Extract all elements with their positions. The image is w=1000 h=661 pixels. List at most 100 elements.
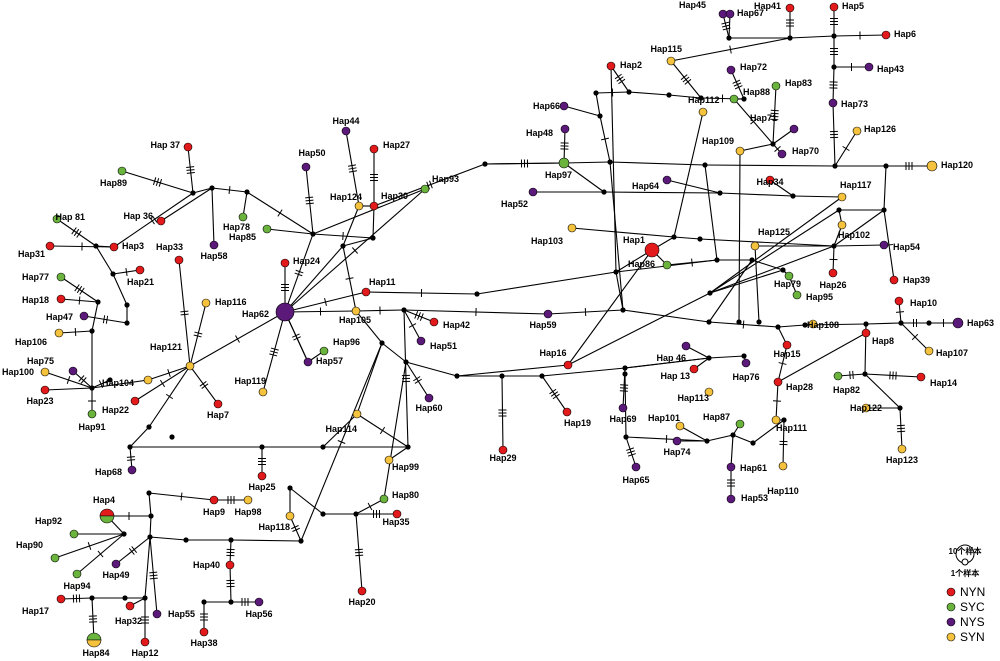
mutation-tick bbox=[180, 313, 189, 316]
mutation-tick bbox=[729, 45, 732, 54]
hap-27-circle bbox=[369, 144, 379, 154]
network-edge bbox=[189, 365, 219, 405]
hap-23-label: Hap23 bbox=[26, 396, 53, 406]
hap-88-node: Hap88 bbox=[729, 87, 770, 104]
median-vector-node bbox=[298, 538, 304, 544]
hap-95-circle bbox=[792, 290, 802, 300]
hap-13-node: Hap 13 bbox=[660, 364, 699, 381]
mutation-tick bbox=[379, 426, 386, 435]
network-edge bbox=[673, 236, 701, 240]
hap-111-node: Hap111 bbox=[771, 415, 807, 433]
median-vector-node bbox=[89, 328, 95, 334]
hap-125-label: Hap125 bbox=[758, 227, 790, 237]
median-vector-node bbox=[730, 432, 736, 438]
hap-57-label: Hap57 bbox=[316, 356, 343, 366]
hap-120-label: Hap120 bbox=[941, 160, 973, 170]
hap-55-circle bbox=[152, 609, 162, 619]
mutation-tick bbox=[128, 547, 135, 555]
median-vector-node bbox=[107, 377, 113, 383]
hap-59-node: Hap59 bbox=[529, 309, 557, 330]
hap-92-node: Hap92 bbox=[35, 516, 79, 539]
hap-99-circle bbox=[384, 455, 394, 465]
network-edge bbox=[833, 244, 885, 247]
hap-23-circle bbox=[40, 385, 50, 395]
hap-64-circle bbox=[662, 175, 672, 185]
hap-72-label: Hap72 bbox=[740, 62, 767, 72]
median-vector-node bbox=[726, 35, 732, 41]
median-vector-node bbox=[148, 513, 154, 519]
hap-5-node: Hap5 bbox=[829, 1, 864, 12]
mutation-tick bbox=[600, 137, 610, 141]
network-edge bbox=[383, 361, 407, 500]
mutation-tick bbox=[413, 376, 421, 382]
hap-80-node: Hap80 bbox=[379, 490, 419, 504]
network-edge bbox=[864, 373, 901, 409]
hap-69-node: Hap69 bbox=[609, 403, 637, 424]
mutation-tick bbox=[351, 247, 359, 254]
mutation-tick bbox=[149, 574, 158, 577]
hap-72-node: Hap72 bbox=[726, 62, 767, 75]
hap-78-node: Hap78 bbox=[223, 212, 250, 232]
median-vector-node bbox=[201, 599, 207, 605]
network-edge bbox=[751, 259, 784, 271]
hap-86-node: Hap86 bbox=[628, 259, 672, 270]
hap-104-node: Hap104 bbox=[102, 375, 153, 388]
hap-85-circle bbox=[262, 224, 272, 234]
hap-14-node: Hap14 bbox=[916, 372, 957, 388]
mutation-tick bbox=[71, 227, 77, 235]
mutation-tick bbox=[549, 388, 557, 395]
hap-30-circle bbox=[369, 201, 379, 211]
hap-124-node: Hap124 bbox=[330, 192, 364, 211]
hap-74-circle bbox=[672, 436, 682, 446]
hap-92-circle bbox=[69, 529, 79, 539]
hap-108-circle bbox=[808, 319, 818, 329]
hap-82-label: Hap82 bbox=[833, 385, 860, 395]
median-vector-node bbox=[320, 511, 326, 517]
network-edge bbox=[563, 161, 611, 164]
hap-51-circle bbox=[416, 336, 426, 346]
network-edge bbox=[709, 196, 843, 294]
hap-93-node: Hap93 bbox=[420, 174, 459, 194]
hap-75-circle bbox=[68, 366, 78, 376]
legend-size-small-circle bbox=[961, 558, 969, 566]
median-vector-node bbox=[403, 359, 409, 365]
mutation-tick bbox=[419, 313, 424, 322]
mutation-tick bbox=[691, 258, 693, 267]
hap-118-label: Hap118 bbox=[258, 522, 290, 532]
legend-swatch-syn bbox=[946, 632, 956, 642]
hap-11-label: Hap11 bbox=[369, 277, 396, 287]
hap-114-circle bbox=[352, 409, 362, 419]
hap-110-circle bbox=[778, 461, 788, 471]
hap-90-circle bbox=[50, 553, 60, 563]
network-edge bbox=[685, 345, 710, 359]
hap-75-node: Hap75 bbox=[27, 356, 78, 376]
median-vector-node bbox=[124, 302, 130, 308]
median-vector-node bbox=[454, 373, 460, 379]
hap-37-label: Hap 37 bbox=[150, 140, 180, 150]
hap-13-circle bbox=[689, 364, 699, 374]
hap-78-circle bbox=[238, 212, 248, 222]
median-vector-node bbox=[169, 434, 175, 440]
hap-67-node: Hap67 bbox=[725, 8, 764, 19]
hap-90-node: Hap90 bbox=[16, 540, 60, 563]
mutation-tick bbox=[348, 167, 357, 170]
hap-78-label: Hap78 bbox=[223, 222, 250, 232]
hap-28-label: Hap28 bbox=[786, 382, 813, 392]
hap-3-node: Hap3 bbox=[109, 241, 144, 252]
hap-94-label: Hap94 bbox=[63, 581, 90, 591]
hap-24-label: Hap24 bbox=[293, 256, 320, 266]
hap-81-circle bbox=[52, 214, 62, 224]
mutation-tick bbox=[180, 492, 183, 501]
mutation-tick bbox=[79, 287, 85, 295]
hap-46-label: Hap 46 bbox=[656, 353, 686, 363]
network-edge bbox=[149, 515, 152, 538]
mutation-tick bbox=[87, 542, 92, 550]
mutation-tick bbox=[295, 269, 304, 274]
hap-124-label: Hap124 bbox=[330, 192, 362, 202]
hap-107-label: Hap107 bbox=[936, 348, 968, 358]
mutation-tick bbox=[684, 78, 692, 85]
mutation-tick bbox=[627, 453, 636, 457]
median-vector-node bbox=[706, 319, 712, 325]
